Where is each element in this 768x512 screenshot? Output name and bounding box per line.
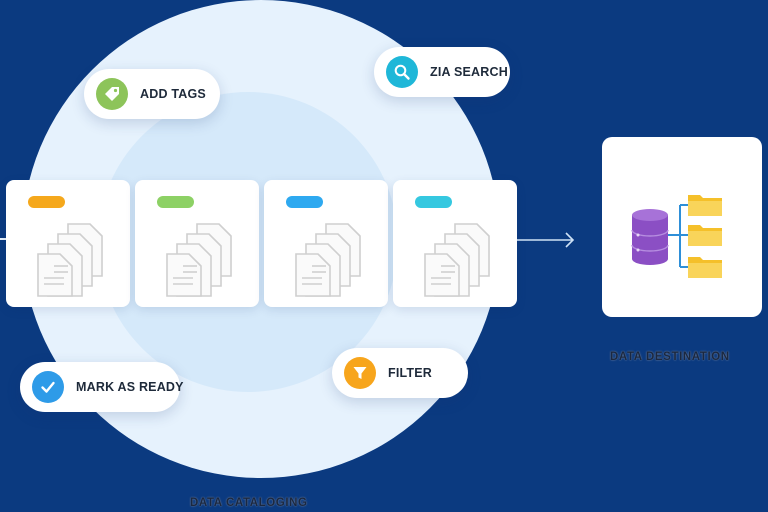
search-icon <box>386 56 418 88</box>
catalog-card-3 <box>264 180 388 307</box>
mark-as-ready-label: MARK AS READY <box>76 380 184 394</box>
card-tag <box>28 196 65 208</box>
catalog-card-2 <box>135 180 259 307</box>
catalog-card-4 <box>393 180 517 307</box>
card-tag <box>415 196 452 208</box>
filter-button[interactable]: FILTER <box>332 348 468 398</box>
arrow-right-icon <box>517 232 575 248</box>
catalog-card-1 <box>6 180 130 307</box>
data-destination-caption: DATA DESTINATION <box>610 351 730 363</box>
zia-search-button[interactable]: ZIA SEARCH <box>374 47 510 97</box>
card-tag <box>157 196 194 208</box>
database-icon <box>631 195 722 278</box>
documents-icon <box>166 223 232 297</box>
add-tags-label: ADD TAGS <box>140 87 206 101</box>
documents-icon <box>295 223 361 297</box>
mark-as-ready-button[interactable]: MARK AS READY <box>20 362 184 412</box>
data-cataloging-caption: DATA CATALOGING <box>190 497 308 509</box>
check-icon <box>32 371 64 403</box>
filter-label: FILTER <box>388 366 433 380</box>
card-tag <box>286 196 323 208</box>
tag-icon <box>96 78 128 110</box>
incoming-connector <box>0 238 8 240</box>
documents-icon <box>37 223 103 297</box>
filter-icon <box>344 357 376 389</box>
documents-icon <box>424 223 490 297</box>
data-destination-card <box>602 137 762 317</box>
add-tags-button[interactable]: ADD TAGS <box>84 69 220 119</box>
zia-search-label: ZIA SEARCH <box>430 65 508 79</box>
